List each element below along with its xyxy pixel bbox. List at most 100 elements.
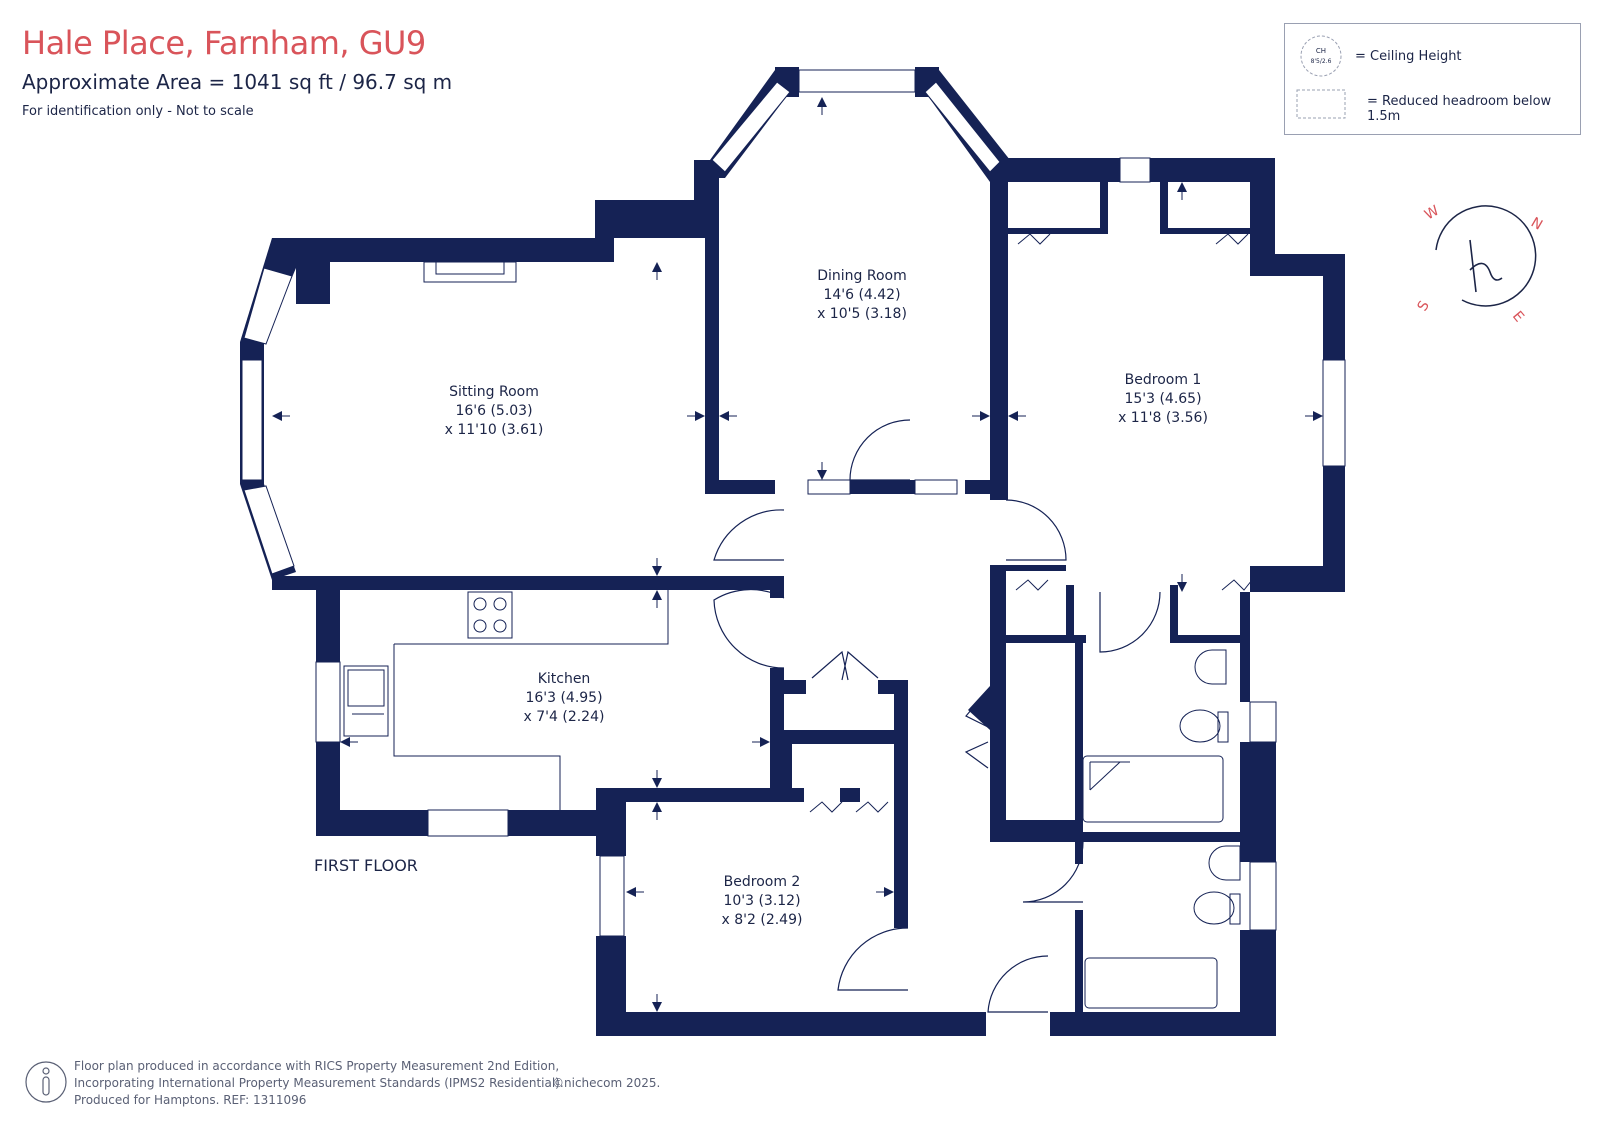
window: [924, 81, 1001, 173]
wall: [1323, 466, 1345, 592]
toilet-cistern: [1217, 711, 1229, 743]
wall: [316, 810, 428, 836]
wall: [1250, 158, 1275, 254]
fixtures: [343, 233, 1253, 1009]
hob-ring: [473, 619, 487, 633]
kitchen-dim2: x 7'4 (2.24): [524, 709, 605, 725]
wall: [965, 480, 1005, 494]
arrow: [980, 411, 990, 421]
wall: [1008, 228, 1102, 234]
wall: [1006, 565, 1066, 571]
arrow: [1313, 411, 1323, 421]
sink-icon: [343, 665, 389, 737]
hob-ring: [493, 597, 507, 611]
logo-glyph: [1469, 239, 1503, 293]
window: [1249, 861, 1277, 931]
window: [711, 81, 791, 173]
arrow: [1177, 582, 1187, 592]
window: [798, 69, 916, 93]
window: [243, 485, 295, 575]
wardrobe-icon: [1017, 233, 1051, 245]
wall: [596, 1012, 986, 1036]
arrow: [272, 411, 282, 421]
doors: [713, 419, 1161, 1013]
wall: [1006, 635, 1086, 643]
wall: [850, 480, 915, 494]
wall: [595, 200, 705, 238]
sitting-room-dim2: x 11'10 (3.61): [445, 422, 544, 438]
compass-n: N: [1528, 215, 1545, 234]
window: [241, 359, 263, 481]
window: [599, 855, 625, 937]
window: [807, 479, 851, 495]
wardrobe-icon: [1015, 579, 1049, 591]
wall: [770, 668, 784, 788]
measure-lines: [282, 107, 1313, 1002]
wall: [694, 70, 790, 490]
kitchen-name: Kitchen: [538, 671, 591, 687]
legend-box: CH 8'5/2.6 = Ceiling Height = Reduced he…: [1284, 23, 1581, 135]
legend-ceiling-height: = Ceiling Height: [1355, 49, 1462, 64]
kitchen-dim1: 16'3 (4.95): [525, 690, 602, 706]
bedroom2-dim2: x 8'2 (2.49): [722, 912, 803, 928]
footer-line2: Incorporating International Property Mea…: [74, 1076, 564, 1090]
wardrobe-icon: [855, 801, 889, 813]
wall: [1075, 910, 1083, 1036]
hob-ring: [473, 597, 487, 611]
arrow: [340, 737, 350, 747]
wall: [1075, 643, 1083, 843]
bedroom2-name: Bedroom 2: [724, 874, 801, 890]
hob-ring: [493, 619, 507, 633]
bedroom1-name: Bedroom 1: [1125, 372, 1202, 388]
dining-room-name: Dining Room: [817, 268, 907, 284]
wall: [1066, 585, 1074, 641]
wall: [1160, 182, 1168, 234]
dining-room-dim1: 14'6 (4.42): [823, 287, 900, 303]
wall: [1008, 158, 1120, 182]
floor-label: FIRST FLOOR: [314, 856, 418, 875]
wall: [272, 238, 614, 262]
wall: [1240, 742, 1276, 832]
wall: [1250, 566, 1345, 592]
toilet-cistern: [1229, 893, 1241, 925]
arrow: [719, 411, 729, 421]
window: [1119, 157, 1151, 183]
wall: [784, 788, 804, 802]
window: [315, 661, 341, 743]
wall: [1075, 832, 1240, 842]
sitting-room-dim1: 16'6 (5.03): [455, 403, 532, 419]
wall: [784, 744, 792, 794]
reduced-headroom-icon: [1296, 89, 1346, 119]
windows: [241, 69, 1346, 937]
bedroom1-dim1: 15'3 (4.65): [1124, 391, 1201, 407]
arrow: [695, 411, 705, 421]
wall: [1250, 254, 1345, 276]
double-door: [811, 650, 879, 681]
sink-bowl: [347, 669, 385, 707]
arrow: [652, 778, 662, 788]
identification-note: For identification only - Not to scale: [22, 104, 254, 119]
compass-s: S: [1415, 298, 1433, 314]
toilet-icon: [1179, 709, 1221, 743]
wall: [894, 680, 908, 928]
wall: [296, 262, 330, 304]
approximate-area: Approximate Area = 1041 sq ft / 96.7 sq …: [22, 70, 453, 94]
hob-icon: [467, 591, 513, 639]
arrow: [652, 1002, 662, 1012]
wall: [840, 788, 860, 802]
bath-icon: [1084, 957, 1218, 1009]
wall: [1160, 228, 1250, 234]
footer-line3: Produced for Hamptons. REF: 1311096: [74, 1093, 307, 1107]
door: [713, 589, 785, 669]
footer-line1: Floor plan produced in accordance with R…: [74, 1059, 560, 1073]
fireplace: [423, 261, 517, 283]
arrow: [1008, 411, 1018, 421]
arrow: [884, 887, 894, 897]
door: [1099, 591, 1161, 653]
compass-circle: [1435, 205, 1537, 307]
window: [243, 267, 293, 345]
wall: [1323, 254, 1345, 360]
arrow: [626, 887, 636, 897]
door: [837, 927, 909, 991]
